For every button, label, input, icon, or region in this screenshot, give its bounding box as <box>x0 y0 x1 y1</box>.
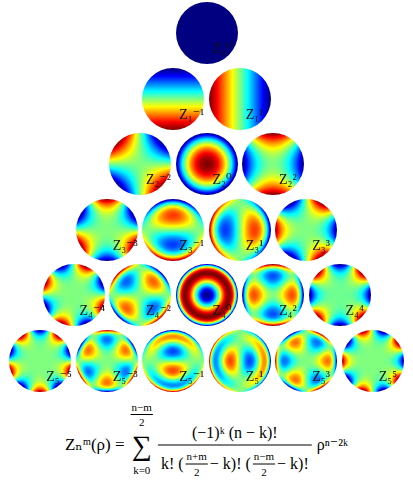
zernike-disk: Z₂⁻² <box>109 133 171 195</box>
formula-term: n−m <box>132 401 152 414</box>
polynomial-label: Z₀⁰ <box>213 42 232 56</box>
zernike-disk: Z₄² <box>242 264 304 326</box>
formula-term: k=0 <box>133 464 150 477</box>
fraction-bar <box>253 464 275 465</box>
polynomial-label: Z₄⁻⁴ <box>80 304 106 318</box>
zernike-disk: Z₅³ <box>275 330 337 392</box>
fraction-bar <box>158 445 312 446</box>
zernike-disk: Z₄⁰ <box>176 264 238 326</box>
polynomial-label: Z₄⁻² <box>146 304 171 318</box>
zernike-disk: Z₄⁴ <box>309 264 371 326</box>
polynomial-label: Z₄² <box>279 304 297 318</box>
polynomial-label: Z₁⁻¹ <box>179 108 204 122</box>
formula-term: (−1)ᵏ (n − k)! <box>192 424 278 442</box>
formula-term: 2 <box>261 466 267 479</box>
polynomial-label: Z₃⁻¹ <box>179 239 204 253</box>
zernike-disk: Z₀⁰ <box>176 2 238 64</box>
zernike-disk: Z₅⁻⁵ <box>9 330 71 392</box>
formula-term: 2 <box>139 416 145 429</box>
zernike-disk: Z₂⁰ <box>176 133 238 195</box>
zernike-disk: Z₁¹ <box>209 68 271 130</box>
zernike-disk: Z₁⁻¹ <box>142 68 204 130</box>
polynomial-label: Z₅⁻¹ <box>179 370 204 384</box>
zernike-disk: Z₂² <box>242 133 304 195</box>
polynomial-label: Z₅¹ <box>246 370 264 384</box>
polynomial-label: Z₁¹ <box>246 108 264 122</box>
formula-term: 2 <box>194 466 200 479</box>
polynomial-label: Z₅⁻³ <box>113 370 138 384</box>
zernike-disk: Z₃¹ <box>209 199 271 261</box>
polynomial-label: Z₂⁻² <box>146 173 171 187</box>
zernike-disk: Z₄⁻² <box>109 264 171 326</box>
polynomial-label: Z₄⁰ <box>213 304 232 318</box>
formula-term: − k)! <box>277 455 309 473</box>
polynomial-label: Z₅⁻⁵ <box>46 370 72 384</box>
formula-term: n+m <box>187 450 207 463</box>
zernike-disk: Z₅⁻¹ <box>142 330 204 392</box>
formula-term: ∑ <box>132 430 152 462</box>
zernike-disk: Z₃⁻¹ <box>142 199 204 261</box>
polynomial-label: Z₅⁵ <box>379 370 397 384</box>
polynomial-label: Z₃³ <box>312 239 330 253</box>
polynomial-label: Z₂⁰ <box>213 173 232 187</box>
zernike-disk: Z₅¹ <box>209 330 271 392</box>
zernike-disk: Z₃³ <box>275 199 337 261</box>
polynomial-label: Z₂² <box>279 173 297 187</box>
fraction-bar <box>131 414 153 415</box>
polynomial-label: Z₄⁴ <box>346 304 364 318</box>
zernike-disk: Z₅⁻³ <box>76 330 138 392</box>
formula-term: k! ( <box>161 455 184 473</box>
formula-term: Zₙᵐ(ρ) = <box>65 435 125 455</box>
formula-term: ρⁿ⁻²ᵏ <box>317 436 348 454</box>
formula-term: n−m <box>254 450 274 463</box>
polynomial-label: Z₅³ <box>312 370 330 384</box>
zernike-disk: Z₃⁻³ <box>76 199 138 261</box>
zernike-disk: Z₅⁵ <box>342 330 404 392</box>
zernike-disk: Z₄⁻⁴ <box>43 264 105 326</box>
fraction-bar <box>186 464 208 465</box>
formula-term: − k)! ( <box>210 455 251 473</box>
polynomial-label: Z₃⁻³ <box>113 239 138 253</box>
polynomial-label: Z₃¹ <box>246 239 264 253</box>
